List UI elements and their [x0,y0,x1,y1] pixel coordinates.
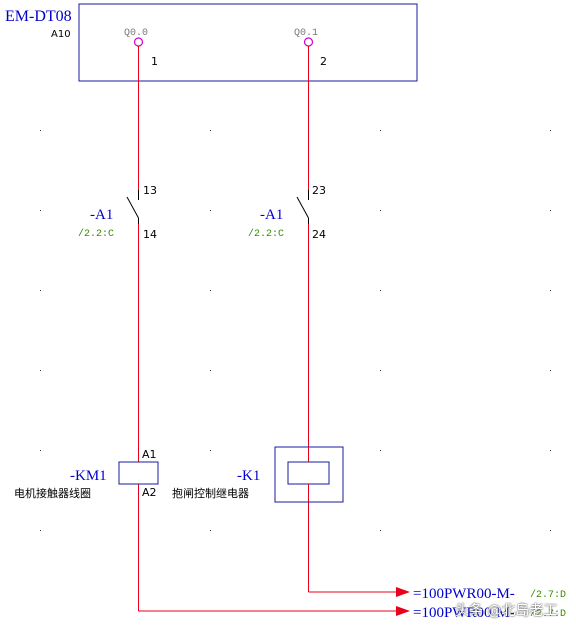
grid-dot [210,530,211,531]
grid-dot [40,370,41,371]
contact-right[interactable] [296,190,309,224]
grid-dot [210,130,211,131]
contact-right-tag: -A1 [260,207,283,223]
output-ref-page-1: /2.7:D [530,589,566,601]
grid-dots [40,130,551,531]
coil-km1-bottom-terminal: A2 [142,486,157,499]
module-frame [78,3,418,82]
grid-dot [550,370,551,371]
output-terminal-1: 1 [151,55,158,68]
contact-left-bottom-terminal: 14 [143,228,157,241]
grid-dot [210,290,211,291]
module-ref: A10 [51,29,71,40]
grid-dot [40,130,41,131]
output-ref-label-2[interactable]: =100PWR00-M- [413,605,515,621]
grid-dot [40,290,41,291]
output-ref-label-1[interactable]: =100PWR00-M- [413,586,515,602]
coil-km1-desc: 电机接触器线圈 [14,486,91,500]
grid-dot [380,130,381,131]
output-terminal-2: 2 [320,55,327,68]
output-ref-page-2: /2.7:D [530,608,566,620]
grid-dot [550,290,551,291]
output-label-q00: Q0.0 [124,28,148,39]
grid-dot [550,210,551,211]
module-name: EM-DT08 [5,8,72,25]
grid-dot [380,290,381,291]
grid-dot [210,210,211,211]
wire-left [138,46,398,612]
grid-dot [40,530,41,531]
output-pin-1[interactable] [133,37,144,47]
grid-dot [380,210,381,211]
coil-km1-top-terminal: A1 [142,448,157,461]
watermark: 头条 @北岛老工 [455,603,558,619]
coil-km1-tag: -KM1 [70,468,107,484]
grid-dot [380,450,381,451]
coil-km1[interactable] [118,461,159,485]
output-label-q01: Q0.1 [294,28,318,39]
arrow-right-1 [396,587,410,597]
grid-dot [550,450,551,451]
grid-dot [550,530,551,531]
contact-right-ref: /2.2:C [248,228,284,240]
wire-right [308,46,398,593]
grid-dot [380,370,381,371]
contact-left-tag: -A1 [90,207,113,223]
grid-dot [40,210,41,211]
relay-k1-coil [287,461,330,485]
contact-right-top-terminal: 23 [312,184,326,197]
grid-dot [550,130,551,131]
contact-right-bottom-terminal: 24 [312,228,326,241]
contact-left-ref: /2.2:C [78,228,114,240]
relay-k1-tag: -K1 [237,468,260,484]
arrow-right-2 [396,606,410,616]
output-pin-2[interactable] [303,37,314,47]
grid-dot [210,370,211,371]
contact-left[interactable] [126,190,139,224]
grid-dot [210,450,211,451]
grid-dot [380,530,381,531]
grid-dot [40,450,41,451]
relay-k1-desc: 抱闸控制继电器 [172,486,249,500]
contact-left-top-terminal: 13 [143,184,157,197]
